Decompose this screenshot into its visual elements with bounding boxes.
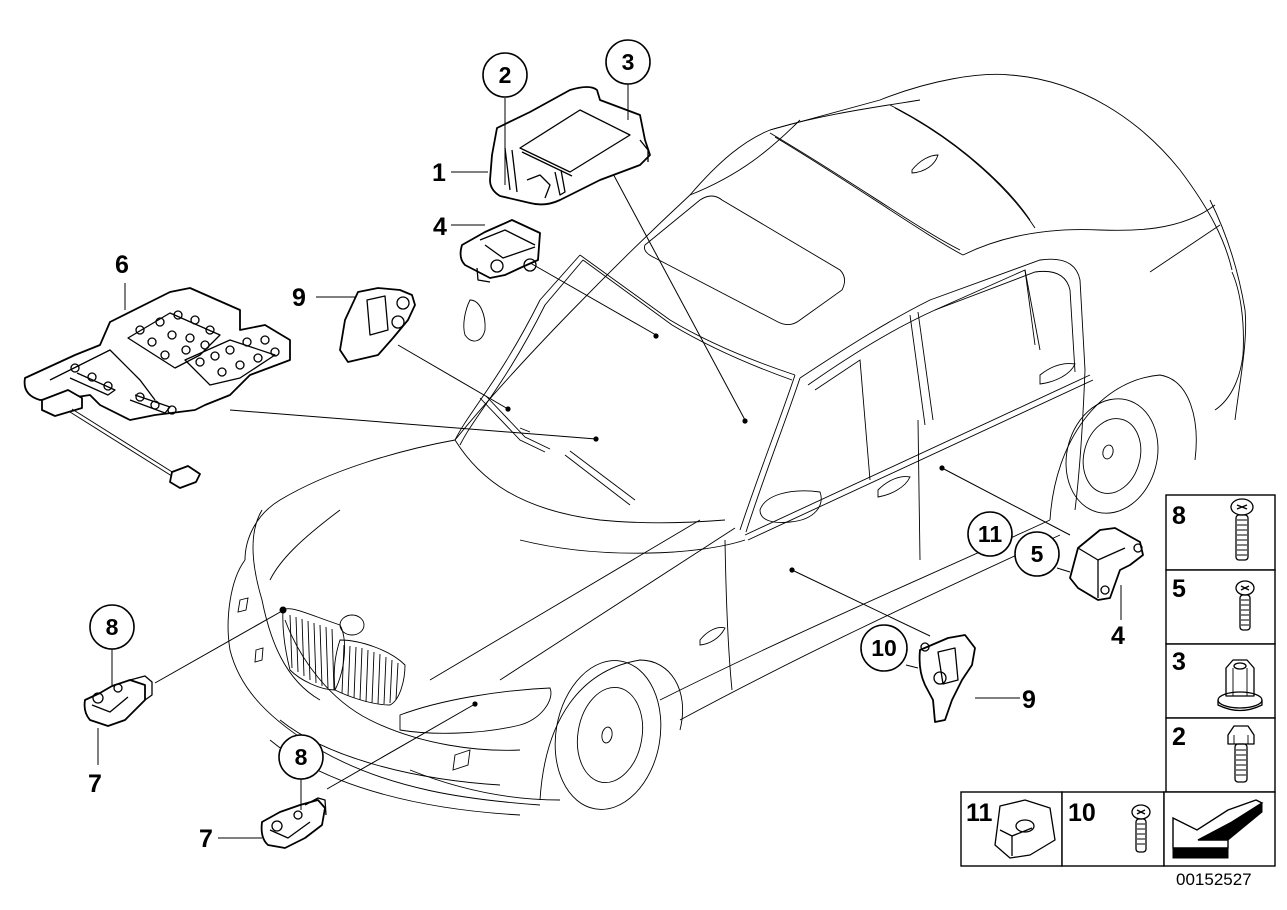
legend-cell-3[interactable]: 3: [1165, 643, 1276, 719]
legend-cell-8[interactable]: 8: [1165, 494, 1276, 571]
direction-arrow-icon: [1172, 799, 1264, 859]
reference-number: 00152527: [1176, 870, 1252, 889]
callout-7-lower[interactable]: 7: [199, 825, 213, 853]
hex-bolt-icon: [1227, 725, 1255, 783]
part-4-crash-sensor-right[interactable]: [1069, 527, 1144, 601]
callouts: 2 3 1 4 9 6 8 7 8 7 11 5 4 10: [88, 39, 1125, 853]
svg-text:5: 5: [1031, 541, 1044, 567]
part-9-pressure-sensor-lower[interactable]: [918, 634, 976, 723]
callout-2[interactable]: 2: [482, 52, 528, 98]
svg-text:10: 10: [1068, 799, 1096, 827]
svg-text:8: 8: [1172, 502, 1186, 530]
svg-text:2: 2: [1172, 723, 1186, 751]
legend-cell-2[interactable]: 2: [1165, 717, 1276, 793]
pan-head-screw-long-icon: [1230, 498, 1254, 561]
callout-3[interactable]: 3: [605, 39, 651, 85]
leader-lines: [154, 169, 1071, 790]
svg-text:11: 11: [978, 521, 1003, 547]
flange-nut-icon: [1217, 659, 1263, 712]
car-outline: [227, 73, 1247, 816]
callout-6[interactable]: 6: [115, 251, 129, 279]
part-1-airbag-control-unit[interactable]: [489, 86, 651, 206]
callout-10[interactable]: 10: [860, 624, 908, 672]
callout-9-top[interactable]: 9: [292, 284, 306, 312]
svg-text:5: 5: [1172, 575, 1186, 603]
callout-8-upper[interactable]: 8: [89, 604, 135, 650]
legend-cell-5[interactable]: 5: [1165, 569, 1276, 645]
callout-4-right[interactable]: 4: [1111, 622, 1125, 650]
mat-sensor-dots: [70, 310, 280, 415]
part-4-crash-sensor-top[interactable]: [459, 219, 541, 283]
svg-text:8: 8: [295, 744, 308, 770]
hardware-legend: 8 5 3: [960, 494, 1276, 867]
callout-leaders: [97, 82, 1122, 839]
callout-9-lower[interactable]: 9: [1022, 686, 1036, 714]
legend-cell-11[interactable]: 11: [960, 791, 1063, 867]
part-9-pressure-sensor-top[interactable]: [339, 287, 416, 363]
torx-screw-icon: [1131, 804, 1151, 853]
svg-text:11: 11: [966, 799, 993, 827]
legend-cell-10[interactable]: 10: [1061, 791, 1165, 867]
svg-text:10: 10: [871, 635, 897, 661]
clip-nut-icon: [994, 799, 1056, 859]
callout-1[interactable]: 1: [432, 159, 446, 187]
callout-11[interactable]: 11: [967, 511, 1013, 557]
part-7-impact-sensor-lower[interactable]: [260, 797, 327, 849]
pan-head-screw-short-icon: [1235, 580, 1255, 631]
callout-4-top[interactable]: 4: [433, 213, 447, 241]
svg-text:3: 3: [1172, 648, 1186, 676]
callout-5[interactable]: 5: [1014, 531, 1060, 577]
svg-text:2: 2: [499, 62, 512, 88]
legend-cell-arrow[interactable]: [1163, 791, 1276, 867]
svg-text:8: 8: [106, 614, 119, 640]
part-6-seat-occupancy-mat[interactable]: [23, 287, 291, 489]
svg-text:3: 3: [622, 49, 635, 75]
grille-slats: [289, 614, 399, 705]
part-7-impact-sensor-upper[interactable]: [83, 675, 153, 727]
callout-8-lower[interactable]: 8: [278, 734, 324, 780]
callout-7-upper[interactable]: 7: [88, 770, 102, 798]
